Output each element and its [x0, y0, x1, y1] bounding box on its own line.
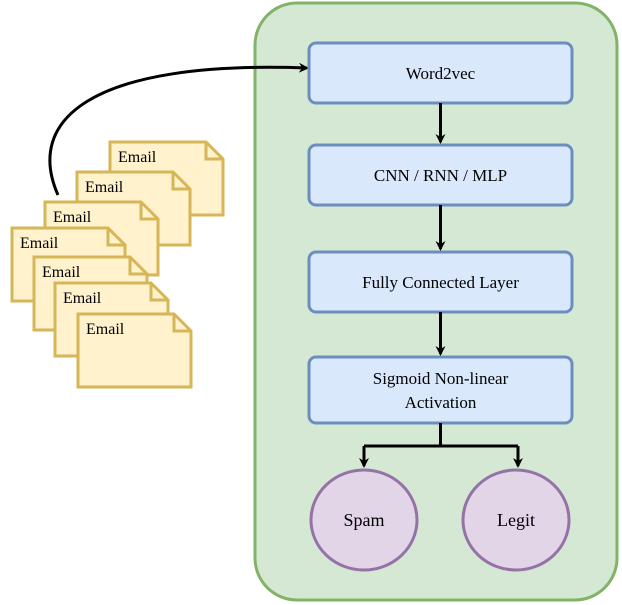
stage-cnn-rnn-mlp: CNN / RNN / MLP	[307, 143, 574, 207]
document-fold	[171, 172, 190, 191]
stage-sigmoid-activation: Sigmoid Non-linear Activation	[307, 355, 574, 425]
stage-fully-connected-layer: Fully Connected Layer	[307, 250, 574, 314]
output-label: Legit	[497, 510, 535, 530]
email-label: Email	[85, 179, 124, 196]
output-label: Spam	[343, 510, 384, 530]
stage-box	[307, 355, 574, 425]
email-documents: Email Email Email Email Email	[10, 140, 225, 389]
document-fold	[128, 257, 147, 276]
branch-connector	[364, 423, 518, 448]
output-legit: Legit	[461, 468, 571, 572]
stage-label-line-2: Activation	[405, 393, 477, 412]
email-label: Email	[63, 290, 102, 307]
document-fold	[139, 202, 158, 221]
email-label: Email	[86, 321, 125, 338]
email-label: Email	[20, 235, 59, 252]
output-node	[309, 468, 419, 572]
stage-label: Fully Connected Layer	[362, 273, 519, 292]
document-fold	[106, 228, 125, 247]
output-node	[461, 468, 571, 572]
stage-label: Word2vec	[406, 64, 476, 83]
output-spam: Spam	[309, 468, 419, 572]
document-fold	[149, 283, 168, 302]
document-fold	[204, 142, 223, 161]
email-label: Email	[118, 149, 157, 166]
stage-word2vec: Word2vec	[307, 41, 574, 105]
document-fold	[172, 314, 191, 333]
email-document: Email	[76, 312, 193, 389]
stage-label-line-1: Sigmoid Non-linear	[373, 369, 509, 388]
email-label: Email	[53, 209, 92, 226]
document-icon	[76, 312, 193, 389]
stage-label: CNN / RNN / MLP	[374, 166, 507, 185]
input-flow-arrow	[48, 62, 309, 196]
email-label: Email	[42, 264, 81, 281]
